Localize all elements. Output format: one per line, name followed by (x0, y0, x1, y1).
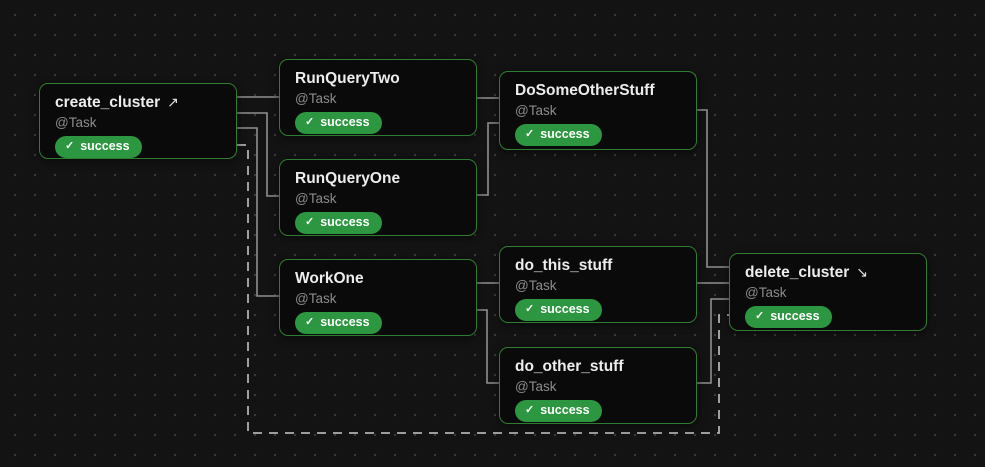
task-type-label: @Task (55, 115, 97, 130)
task-title-text: RunQueryTwo (295, 70, 400, 87)
task-title: do_this_stuff (515, 255, 681, 276)
task-title-text: do_this_stuff (515, 257, 613, 274)
task-type-label: @Task (295, 191, 337, 206)
check-icon: ✓ (305, 316, 315, 328)
check-icon: ✓ (525, 303, 535, 315)
task-node-dosomeotherstuff[interactable]: DoSomeOtherStuff @Task ✓ success (499, 71, 697, 150)
task-type-label: @Task (295, 291, 337, 306)
task-title: do_other_stuff (515, 356, 681, 377)
status-label: success (540, 127, 590, 141)
task-type-label: @Task (515, 278, 557, 293)
task-title: delete_cluster ↘ (745, 262, 911, 283)
task-title: DoSomeOtherStuff (515, 80, 681, 101)
task-title-text: do_other_stuff (515, 358, 624, 375)
edge-WorkOne-to-do_other_stuff (477, 309, 499, 384)
task-node-do-other-stuff[interactable]: do_other_stuff @Task ✓ success (499, 347, 697, 424)
status-badge: ✓ success (295, 112, 382, 134)
task-title: RunQueryTwo (295, 68, 461, 89)
arrow-up-right-icon: ↗ (167, 94, 179, 110)
status-badge: ✓ success (295, 312, 382, 334)
arrow-down-right-icon: ↘ (856, 264, 868, 280)
check-icon: ✓ (305, 116, 315, 128)
task-node-runqueryone[interactable]: RunQueryOne @Task ✓ success (279, 159, 477, 236)
task-title-text: delete_cluster (745, 264, 850, 281)
task-type-label: @Task (745, 285, 787, 300)
status-badge: ✓ success (515, 124, 602, 146)
status-label: success (320, 315, 370, 329)
task-title-text: RunQueryOne (295, 170, 401, 187)
edge-RunQueryOne-to-DoSomeOtherStuff (477, 122, 499, 196)
status-badge: ✓ success (295, 212, 382, 234)
edge-DoSomeOtherStuff-to-delete_cluster (697, 109, 729, 268)
edge-create_cluster-to-RunQueryOne (237, 112, 279, 197)
task-node-do-this-stuff[interactable]: do_this_stuff @Task ✓ success (499, 246, 697, 323)
check-icon: ✓ (65, 140, 75, 152)
status-badge: ✓ success (515, 400, 602, 422)
task-type-label: @Task (295, 91, 337, 106)
task-title: create_cluster ↗ (55, 92, 221, 113)
status-badge: ✓ success (745, 306, 832, 328)
edge-do_other_stuff-to-delete_cluster (697, 298, 729, 384)
task-title-text: WorkOne (295, 270, 364, 287)
check-icon: ✓ (525, 404, 535, 416)
task-node-runquerytwo[interactable]: RunQueryTwo @Task ✓ success (279, 59, 477, 136)
status-badge: ✓ success (515, 299, 602, 321)
status-label: success (770, 309, 820, 323)
status-label: success (320, 215, 370, 229)
task-title-text: create_cluster (55, 94, 161, 111)
task-type-label: @Task (515, 379, 557, 394)
edge-create_cluster-to-WorkOne (237, 127, 279, 297)
status-label: success (320, 115, 370, 129)
task-title: RunQueryOne (295, 168, 461, 189)
status-label: success (540, 302, 590, 316)
check-icon: ✓ (305, 216, 315, 228)
task-node-workone[interactable]: WorkOne @Task ✓ success (279, 259, 477, 336)
check-icon: ✓ (525, 128, 535, 140)
task-node-delete-cluster[interactable]: delete_cluster ↘ @Task ✓ success (729, 253, 927, 331)
status-badge: ✓ success (55, 136, 142, 158)
task-node-create-cluster[interactable]: create_cluster ↗ @Task ✓ success (39, 83, 237, 159)
task-type-label: @Task (515, 103, 557, 118)
task-title-text: DoSomeOtherStuff (515, 82, 655, 99)
edge-create_cluster-to-delete_cluster (237, 144, 729, 434)
status-label: success (540, 403, 590, 417)
task-title: WorkOne (295, 268, 461, 289)
check-icon: ✓ (755, 310, 765, 322)
status-label: success (80, 139, 130, 153)
